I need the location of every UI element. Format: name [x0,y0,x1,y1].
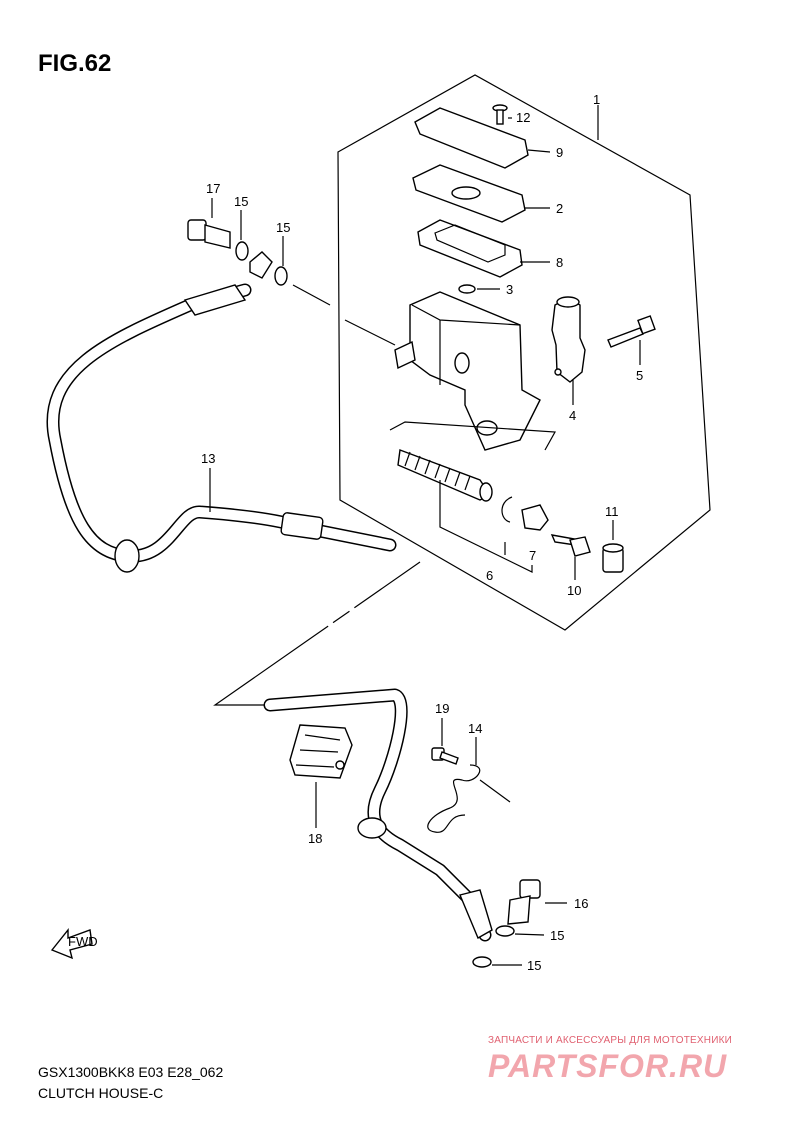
part-10-pushrod [550,534,591,557]
part-6-piston-kit [389,421,556,502]
callout-5: 5 [636,368,643,383]
watermark-brand: PARTSFOR.RU [488,1048,728,1084]
callout-11: 11 [605,504,619,519]
hose-fitting-lower [459,889,493,940]
hose-sleeve-upper [280,512,324,540]
callout-8: 8 [556,255,563,270]
callout-12: 12 [516,110,530,125]
callout-16: 16 [574,896,588,911]
section-break-line [213,561,421,706]
model-code: GSX1300BKK8 E03 E28_062 [38,1064,224,1080]
fwd-label: FWD [68,934,98,949]
callout-4: 4 [569,408,576,423]
part-16-bolt [507,879,541,925]
watermark-tagline: ЗАПЧАСТИ И АКСЕССУАРЫ ДЛЯ МОТОТЕХНИКИ [488,1035,733,1046]
callout-2: 2 [556,201,563,216]
part-6-leader [439,480,533,573]
part-8-diaphragm [417,219,523,278]
part-5-bolt [607,315,656,348]
callout-13: 13 [201,451,215,466]
part-15-washer-upper-a [235,241,249,261]
leader-lines [209,105,641,966]
hose-ferrule-upper [114,539,140,573]
upper-banjo-fitting [249,251,273,279]
callout-6: 6 [486,568,493,583]
hose-ferrule-lower [357,817,387,839]
part-18-clamp [289,724,353,779]
part-19-bolt [431,747,459,765]
assembly-box-outline [337,74,711,631]
callout-15-b: 15 [276,220,290,235]
part-15-washer-upper-b [274,266,288,286]
callout-15-a: 15 [234,194,248,209]
part-7-circlip [501,496,513,523]
part-12-screw [492,104,508,125]
part-7-boot [521,504,549,531]
hose-fitting-upper [183,284,247,316]
callout-1: 1 [593,92,600,107]
part-13-hose-lower-fill [265,690,490,940]
part-17-bolt [187,219,231,249]
callout-15-c: 15 [550,928,564,943]
callout-7: 7 [529,548,536,563]
part-2-hole [451,186,481,200]
part-15-washer-lower-b [472,956,492,968]
callout-18: 18 [308,831,322,846]
callout-14: 14 [468,721,482,736]
callout-19: 19 [435,701,449,716]
callout-3: 3 [506,282,513,297]
figure-title: FIG.62 [38,50,112,77]
banjo-to-body-line [292,284,331,306]
part-8-inner [434,224,506,263]
callout-9: 9 [556,145,563,160]
callout-10: 10 [567,583,581,598]
section-name: CLUTCH HOUSE-C [38,1085,164,1101]
part-11-cap [602,543,624,573]
fwd-arrow-icon: FWD [50,928,98,960]
part-4-bracket [551,296,586,383]
part-9-cap [414,107,529,169]
callout-17: 17 [206,181,220,196]
reservoir-body [394,291,541,451]
part-3-ring [458,284,476,294]
part-13-hose-fill [48,285,395,561]
body-guide-line [344,319,396,346]
part-14-clip [427,764,511,833]
part-15-washer-lower-a [495,925,515,937]
callout-15-d: 15 [527,958,541,973]
